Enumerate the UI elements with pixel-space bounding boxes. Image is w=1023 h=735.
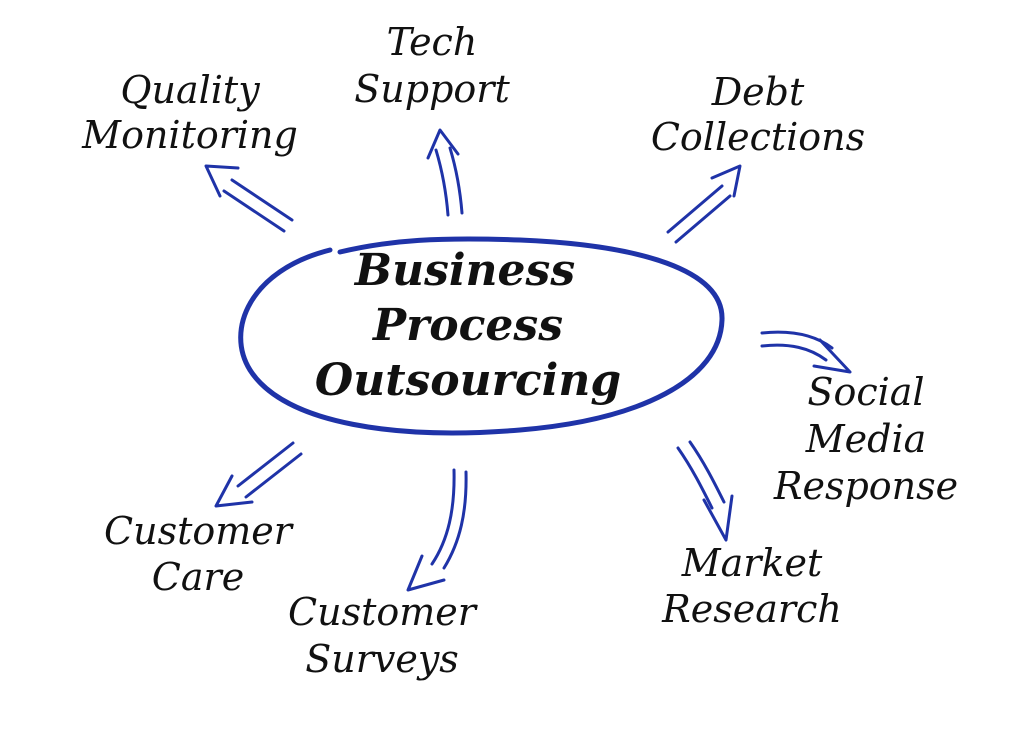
arrow-customer-care: [214, 441, 303, 508]
node-customer-care-line-1: Customer: [104, 509, 295, 553]
center-line-1: Business: [353, 245, 575, 296]
node-social-media-response-line-2: Media: [805, 417, 927, 461]
node-social-media-response-line-1: Social: [807, 370, 924, 414]
arrow-market-research: [676, 440, 734, 542]
arrow-debt-collections: [666, 164, 742, 244]
node-customer-surveys-line-2: Surveys: [305, 637, 459, 681]
center-line-3: Outsourcing: [315, 355, 621, 406]
center-ellipse: [238, 236, 725, 436]
node-market-research-line-1: Market: [681, 541, 823, 585]
arrow-quality-monitoring: [204, 164, 294, 233]
node-debt-collections-line-2: Collections: [651, 115, 865, 159]
arrow-customer-surveys: [406, 468, 468, 592]
center-line-2: Process: [371, 300, 563, 351]
node-debt-collections-line-1: Debt: [711, 70, 805, 114]
arrow-social-media-response: [760, 330, 852, 374]
arrow-tech-support: [426, 128, 464, 217]
node-quality-monitoring-line-2: Monitoring: [81, 113, 298, 157]
node-market-research-line-2: Research: [661, 587, 842, 631]
node-quality-monitoring-line-1: Quality: [120, 68, 260, 112]
node-social-media-response-line-3: Response: [773, 464, 958, 508]
node-tech-support-line-2: Support: [354, 67, 510, 111]
node-tech-support-line-1: Tech: [387, 20, 478, 64]
node-customer-care-line-2: Care: [152, 555, 244, 599]
node-customer-surveys-line-1: Customer: [288, 590, 479, 634]
